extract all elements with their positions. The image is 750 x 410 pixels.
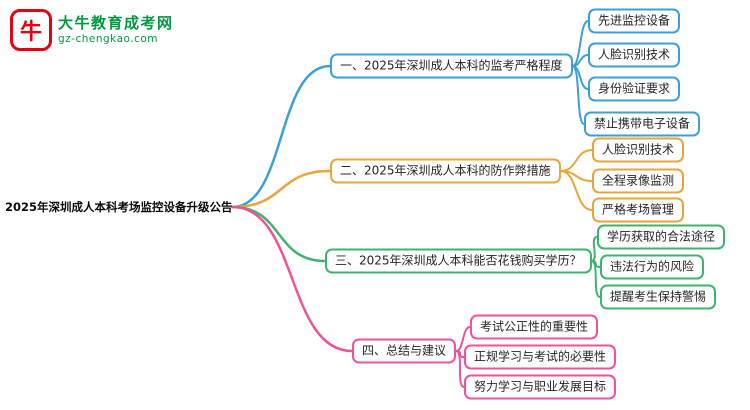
leaf-face-recognition-tech: 人脸识别技术 xyxy=(588,42,681,68)
leaf-stay-alert-reminder: 提醒考生保持警惕 xyxy=(600,284,717,310)
leaf-study-career-goals: 努力学习与职业发展目标 xyxy=(464,374,617,400)
site-logo[interactable]: 牛 大牛教育成考网 gz-chengkao.com xyxy=(10,9,174,51)
leaf-advanced-monitoring-equipment: 先进监控设备 xyxy=(588,8,681,34)
leaf-full-video-monitoring: 全程录像监测 xyxy=(592,168,685,194)
mindmap-root-title: 2025年深圳成人本科考场监控设备升级公告 xyxy=(5,200,233,214)
leaf-no-electronic-devices: 禁止携带电子设备 xyxy=(584,111,701,137)
branch-supervision-strictness: 一、2025年深圳成人本科的监考严格程度 xyxy=(330,53,573,79)
leaf-identity-verification: 身份验证要求 xyxy=(588,76,681,102)
logo-text-block: 大牛教育成考网 gz-chengkao.com xyxy=(58,14,174,46)
logo-subtitle: gz-chengkao.com xyxy=(58,33,159,45)
leaf-legal-ways-to-degree: 学历获取的合法途径 xyxy=(597,224,726,250)
leaf-strict-exam-management: 严格考场管理 xyxy=(592,197,685,223)
leaf-face-recognition-tech-2: 人脸识别技术 xyxy=(592,137,685,163)
bull-logo-icon: 牛 xyxy=(10,9,52,51)
leaf-exam-fairness-importance: 考试公正性的重要性 xyxy=(470,314,599,340)
branch-buy-degree-question: 三、2025年深圳成人本科能否花钱购买学历？ xyxy=(325,248,592,274)
leaf-illegal-acts-risk: 违法行为的风险 xyxy=(600,254,705,280)
branch-summary-suggestions: 四、总结与建议 xyxy=(352,338,457,364)
branch-anti-cheating-measures: 二、2025年深圳成人本科的防作弊措施 xyxy=(330,158,561,184)
logo-title: 大牛教育成考网 xyxy=(58,14,174,32)
leaf-formal-study-necessity: 正规学习与考试的必要性 xyxy=(464,344,617,370)
